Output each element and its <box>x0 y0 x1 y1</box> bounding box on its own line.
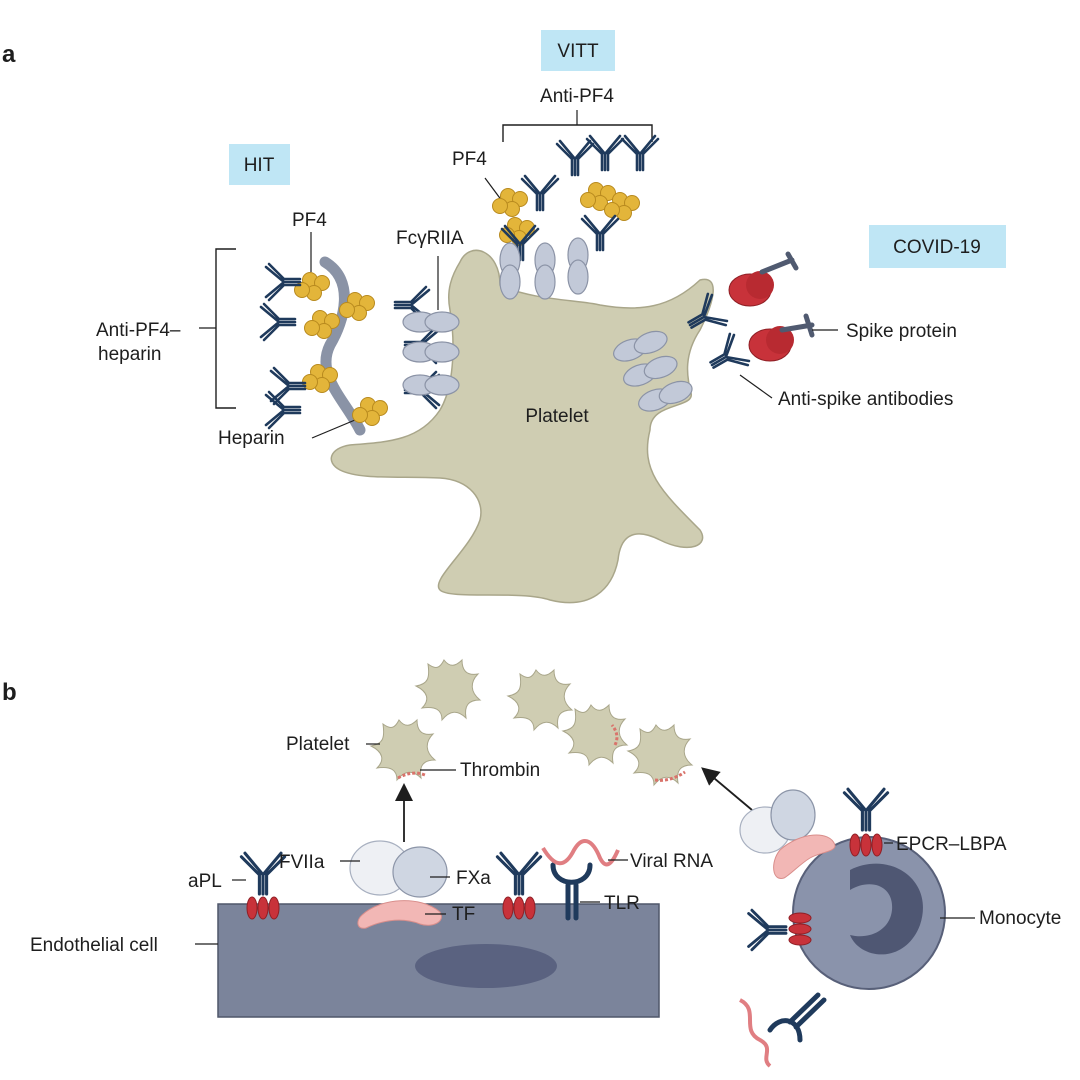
tlr <box>550 862 593 921</box>
viral-rna <box>738 998 772 1068</box>
epcr-label: EPCR–LBPA <box>896 834 1007 855</box>
fcgr-label: FcγRIIA <box>396 228 464 249</box>
antibody <box>495 851 543 896</box>
antibody <box>259 302 297 342</box>
heparin-label: Heparin <box>218 428 285 449</box>
heparin-chain <box>319 256 366 436</box>
anti-pf4-heparin-label-1: Anti-PF4– <box>96 320 181 341</box>
pf4-cluster <box>492 188 528 217</box>
panel-b-letter: b <box>2 679 17 706</box>
tag-covid-text: COVID-19 <box>893 237 981 258</box>
apl-label: aPL <box>188 871 222 892</box>
tag-hit-text: HIT <box>244 155 275 176</box>
fcgr-receptor <box>402 374 460 396</box>
tf-label: TF <box>452 904 475 925</box>
fcgr-receptor <box>402 341 460 363</box>
antibody <box>264 390 302 430</box>
antibody <box>520 174 560 212</box>
spike-protein <box>748 313 815 362</box>
tag-vitt-text: VITT <box>557 41 599 62</box>
antibody <box>580 214 620 252</box>
panel-a-letter: a <box>2 41 16 68</box>
fcgr-receptor <box>402 311 460 333</box>
anti-pf4-heparin-bracket <box>215 248 236 409</box>
anti-spike-label: Anti-spike antibodies <box>778 389 953 410</box>
epcr-receptor <box>246 896 280 920</box>
anti-pf4-heparin-label-2: heparin <box>98 344 161 365</box>
pf4-cluster <box>352 397 388 426</box>
tf <box>773 834 836 879</box>
platelet-small-label: Platelet <box>286 734 350 755</box>
pf4-vitt-label: PF4 <box>452 149 487 170</box>
antibody <box>842 787 890 832</box>
fxa <box>770 789 816 841</box>
epcr-receptor <box>502 896 536 920</box>
small-platelet <box>627 724 693 786</box>
small-platelet <box>370 719 436 781</box>
endothelial-label: Endothelial cell <box>30 935 158 956</box>
fxa-label: FXa <box>456 868 491 889</box>
small-platelet <box>507 669 573 731</box>
antibody <box>747 908 788 952</box>
epcr-receptor <box>849 833 883 857</box>
tlr <box>767 992 827 1043</box>
tag-vitt: VITT <box>541 30 615 71</box>
anti-pf4-vitt-bracket <box>502 124 653 142</box>
arrow-diag <box>701 767 753 811</box>
monocyte-nucleus <box>850 863 923 955</box>
pf4-hit-label: PF4 <box>292 210 327 231</box>
monocyte-label: Monocyte <box>979 908 1061 929</box>
antibody <box>264 262 302 302</box>
platelet-label: Platelet <box>525 406 589 427</box>
platelet-large <box>330 249 714 604</box>
tag-covid: COVID-19 <box>869 225 1006 268</box>
thrombin-label: Thrombin <box>460 760 540 781</box>
viral-rna <box>541 839 620 867</box>
spike-protein <box>728 251 799 307</box>
tlr-label: TLR <box>604 893 640 914</box>
fxa <box>392 846 448 898</box>
tf <box>357 900 442 929</box>
tag-hit: HIT <box>229 144 290 185</box>
fcgr-receptor <box>534 242 556 300</box>
fcgr-receptor <box>499 242 521 300</box>
antibody <box>585 134 625 172</box>
fviia-label: FVIIa <box>279 852 325 873</box>
antibody <box>555 139 595 177</box>
spike-label: Spike protein <box>846 321 957 342</box>
small-platelet <box>415 659 481 721</box>
viral-rna-label: Viral RNA <box>630 851 713 872</box>
pf4-cluster <box>294 272 330 301</box>
antibody <box>701 331 752 382</box>
epcr-receptor <box>788 912 812 946</box>
fcgr-receptor <box>567 237 589 295</box>
anti-pf4-vitt-label: Anti-PF4 <box>540 86 614 107</box>
